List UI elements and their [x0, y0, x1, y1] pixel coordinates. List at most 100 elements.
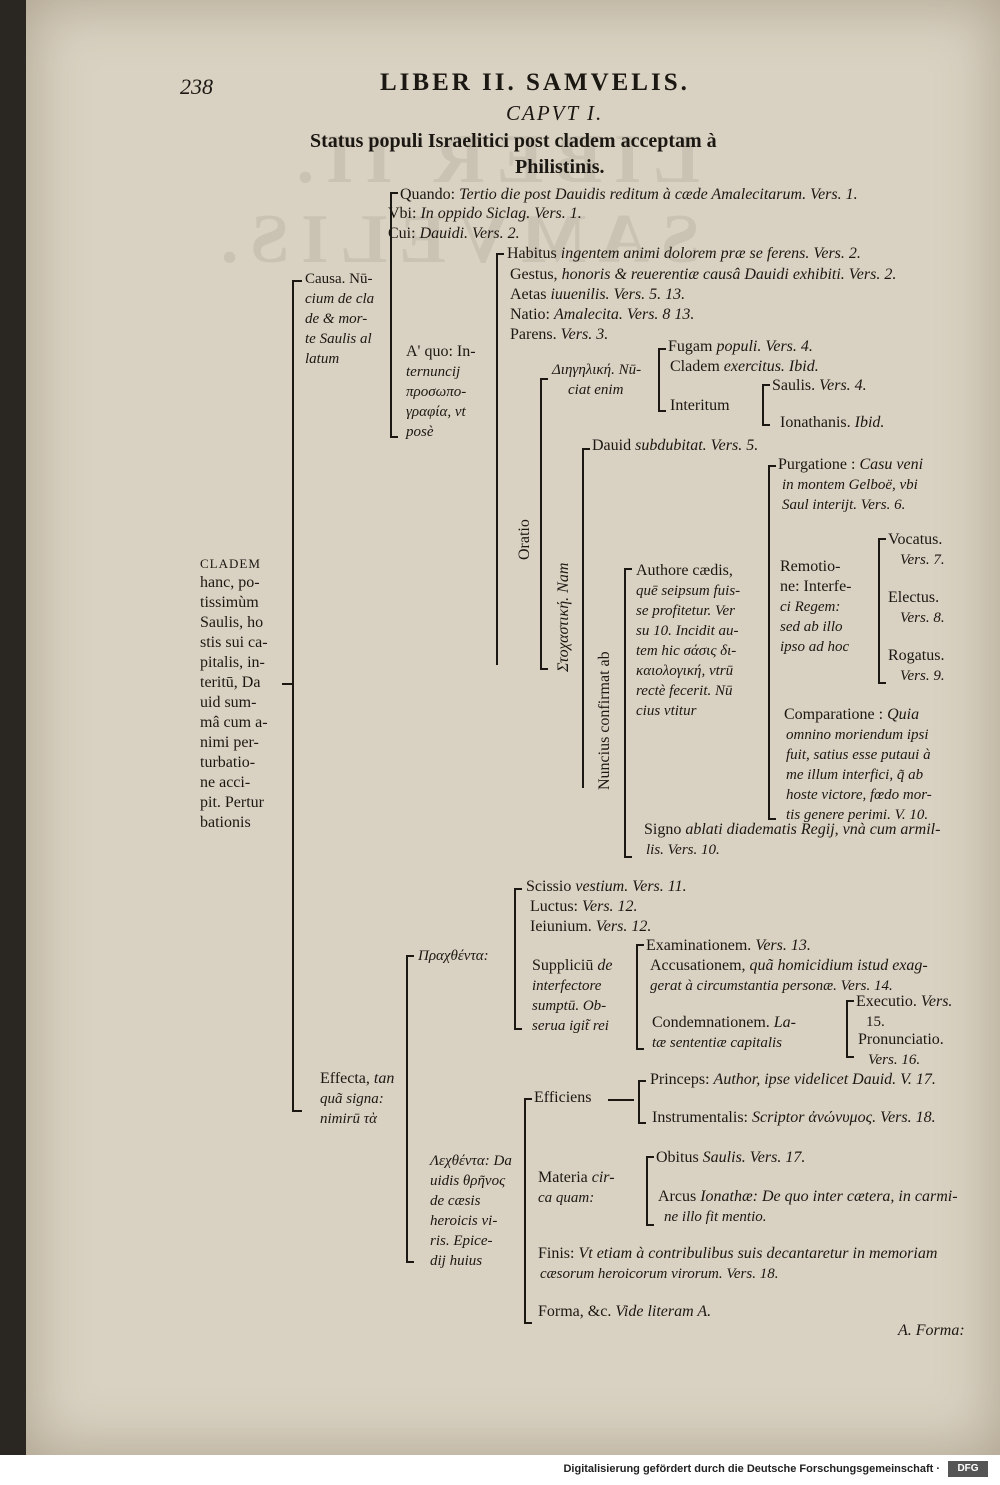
- lechthenta-label: heroicis vi-: [430, 1213, 498, 1229]
- running-head: LIBER II. SAMVELIS.: [380, 69, 690, 96]
- bracket-stochastike: [582, 448, 584, 788]
- cui-line: Cui: Dauidi. Vers. 2.: [388, 225, 520, 242]
- fugam-line: Fugam populi. Vers. 4.: [668, 338, 813, 355]
- lechthenta-label: dij huius: [430, 1253, 483, 1269]
- authore-label: quē seipsum fuis-: [636, 583, 741, 599]
- root-line: teritū, Da: [200, 674, 261, 691]
- remotione-label: sed ab illo: [780, 619, 843, 635]
- bracket-oratio: [540, 378, 542, 670]
- a-quo-label: προσωπο-: [406, 384, 467, 400]
- chapter-heading: CAPVT I.: [506, 101, 604, 125]
- authore-label: tem hic σάσις δι-: [636, 643, 737, 659]
- root-line: pit. Pertur: [200, 794, 264, 811]
- bracket-materia: [646, 1156, 648, 1226]
- bracket-tick: [646, 1156, 654, 1158]
- root-line: ne acci-: [200, 774, 251, 791]
- root-line: pitalis, in-: [200, 654, 265, 671]
- comparatione-line: me illum interfici, q̃ ab: [786, 767, 924, 783]
- bracket-tick: [524, 1098, 532, 1100]
- bracket-a-quo: [496, 253, 498, 665]
- lechthenta-label: Λεχθέντα: Da: [430, 1153, 512, 1169]
- bracket-tick: [768, 465, 776, 467]
- ionathanis-line: Ionathanis. Ibid.: [780, 414, 885, 431]
- lechthenta-label: uidis θρῆνος: [430, 1173, 506, 1189]
- bracket-tick: [638, 1122, 646, 1124]
- luctus-line: Luctus: Vers. 12.: [530, 898, 638, 915]
- root-line: stis sui ca-: [200, 634, 268, 651]
- bracket-tick: [636, 944, 644, 946]
- forma-line: Forma, &c. Vide literam A.: [538, 1303, 712, 1320]
- finis-line: Finis: Vt etiam à contribulibus suis dec…: [538, 1245, 938, 1262]
- rogatus-line: Rogatus.: [888, 647, 945, 664]
- a-quo-label: A' quo: In-: [406, 343, 476, 360]
- arcus-line: Arcus Ionathæ: De quo inter cætera, in c…: [658, 1188, 958, 1205]
- bracket-tick: [846, 1000, 854, 1002]
- remotione-label: ci Regem:: [780, 599, 841, 615]
- scissio-line: Scissio vestium. Vers. 11.: [526, 878, 687, 895]
- bracket-tick: [406, 1261, 414, 1263]
- authore-label: Authore cædis,: [636, 562, 733, 579]
- bracket-tick: [540, 378, 548, 380]
- instrumentalis-line: Instrumentalis: Scriptor ἀνώνυμος. Vers.…: [652, 1109, 936, 1126]
- bracket-remotione: [878, 538, 880, 684]
- remotione-label: Remotio-: [780, 558, 841, 575]
- comparatione-line: omnino moriendum ipsi: [786, 727, 929, 743]
- bracket-tick: [658, 410, 666, 412]
- gestus-line: Gestus, honoris & reuerentiæ causâ Dauid…: [510, 266, 897, 283]
- nuncius-label: Nuncius confirmat ab: [596, 651, 613, 790]
- bracket-prachthenta: [514, 888, 516, 1030]
- purgatione-line: in montem Gelboë, vbi: [782, 477, 918, 493]
- comparatione-line: tis genere perimi. V. 10.: [786, 807, 929, 823]
- digitization-footer: Digitalisierung gefördert durch die Deut…: [0, 1455, 1000, 1485]
- bracket-point: [282, 683, 292, 685]
- habitus-line: Habitus ingentem animi dolorem præ se fe…: [507, 245, 861, 262]
- ieiunium-line: Ieiunium. Vers. 12.: [530, 918, 652, 935]
- interitum-label: Interitum: [670, 397, 730, 414]
- causa-label: de & mor-: [305, 311, 368, 327]
- bracket-effecta: [406, 955, 408, 1263]
- authore-label: se profitetur. Ver: [636, 603, 736, 619]
- root-line: uid sum-: [200, 694, 257, 711]
- root-line: Saulis, ho: [200, 614, 264, 631]
- bracket-nuncius: [624, 568, 626, 858]
- catchword: A. Forma:: [898, 1322, 965, 1339]
- comparatione-line: hoste victore, fœdo mor-: [786, 787, 932, 803]
- bracket-tick: [406, 955, 414, 957]
- bracket-diegetike: [658, 348, 660, 412]
- natio-line: Natio: Amalecita. Vers. 8 13.: [510, 306, 695, 323]
- authore-label: su 10. Incidit au-: [636, 623, 739, 639]
- condemnationem-line: Condemnationem. La-: [652, 1014, 796, 1031]
- pronunciatio-line: Pronunciatio.: [858, 1031, 944, 1048]
- accusationem-line: gerat à circumstantia personæ. Vers. 14.: [650, 978, 893, 994]
- root-line: hanc, po-: [200, 574, 260, 591]
- vbi-line: Vbi: In oppido Siclag. Vers. 1.: [388, 205, 582, 222]
- comparatione-line: Comparatione : Quia: [784, 706, 920, 723]
- finis-line: cæsorum heroicorum virorum. Vers. 18.: [540, 1266, 779, 1282]
- quando-line: Quando: Tertio die post Dauidis reditum …: [400, 186, 858, 203]
- root-line: turbatio-: [200, 754, 256, 771]
- examinationem-line: Examinationem. Vers. 13.: [646, 937, 811, 954]
- oratio-label: Oratio: [516, 519, 533, 560]
- bracket-tick: [762, 384, 770, 386]
- electus-ref: Vers. 8.: [900, 610, 945, 626]
- effecta-label: Effecta, tan: [320, 1070, 395, 1087]
- bracket-tick: [390, 436, 398, 438]
- a-quo-label: γραφία, vt: [406, 404, 466, 420]
- root-line: CLADEM: [200, 556, 261, 571]
- bracket-tick: [646, 1224, 654, 1226]
- bracket-tick: [846, 1056, 854, 1058]
- bracket-tick: [292, 1110, 302, 1112]
- bracket-tick: [582, 448, 590, 450]
- bracket-tick: [636, 1048, 644, 1050]
- effecta-label: quã signa:: [320, 1091, 384, 1107]
- vocatus-line: Vocatus.: [888, 531, 943, 548]
- title-line-1: Status populi Israelitici post cladem ac…: [310, 130, 717, 152]
- bracket-tick: [768, 818, 776, 820]
- lechthenta-label: ris. Epice-: [430, 1233, 493, 1249]
- rogatus-ref: Vers. 9.: [900, 668, 945, 684]
- bracket-tick: [658, 348, 666, 350]
- bracket-lechthenta: [524, 1098, 526, 1324]
- a-quo-label: posè: [406, 424, 434, 440]
- bracket-causa: [390, 192, 392, 438]
- efficiens-dash: [608, 1099, 634, 1101]
